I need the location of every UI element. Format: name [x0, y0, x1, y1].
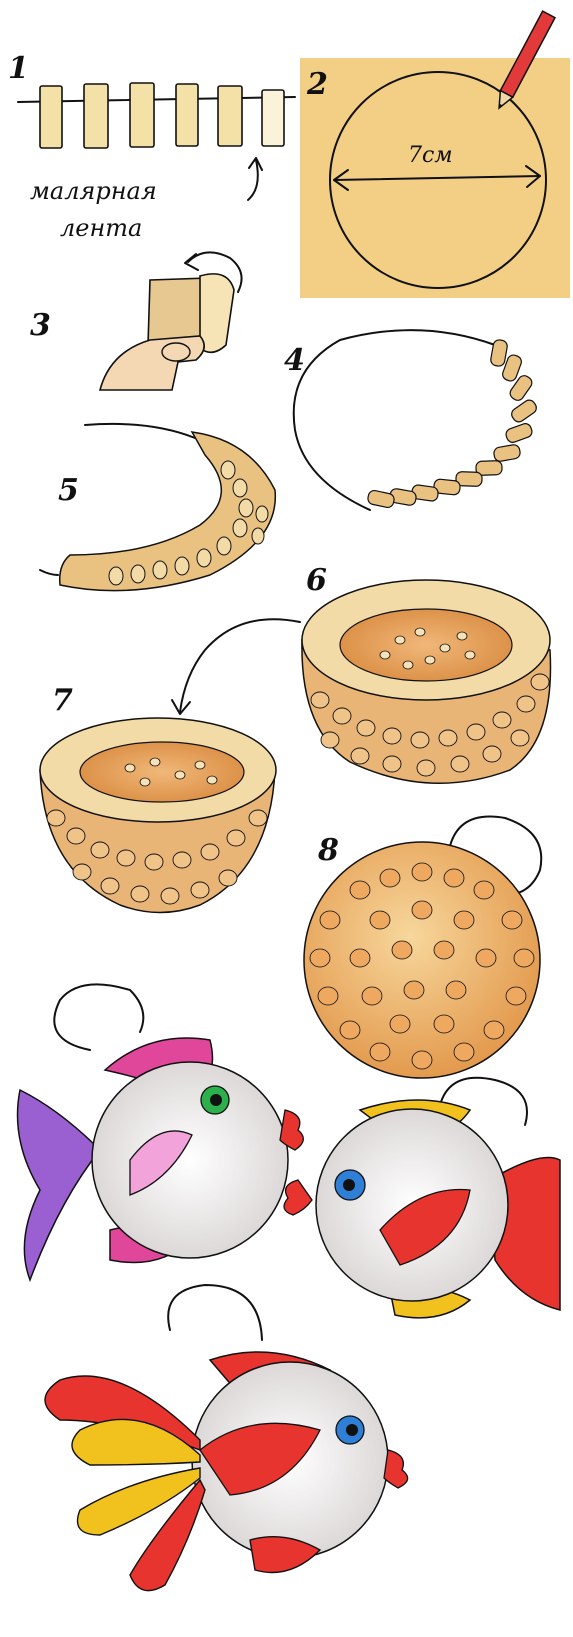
step-number: 6 [306, 563, 327, 598]
tape-label-line1: малярная [30, 177, 157, 205]
step-number: 3 [30, 308, 51, 343]
fish-yellow [284, 1078, 560, 1318]
thumb-icon [100, 336, 204, 390]
hanging-loop [168, 1285, 262, 1340]
paper-strip [40, 86, 62, 148]
step-number: 8 [317, 833, 339, 868]
bowl-inside [340, 609, 512, 681]
paper-strips [40, 83, 284, 148]
step-3: 3 [30, 252, 242, 390]
step-number: 7 [52, 683, 73, 718]
rolled-strip [200, 274, 234, 352]
folded-strip-row [367, 339, 539, 509]
step-number: 2 [306, 67, 328, 102]
tail-fin [18, 1090, 101, 1280]
step-2: 2 7см [300, 11, 570, 298]
wire [40, 570, 58, 575]
paper-strip [218, 86, 242, 146]
paper-strip [262, 90, 284, 146]
paper-strip [130, 83, 154, 147]
curved-arrow-icon [172, 619, 300, 714]
step-number: 5 [58, 473, 79, 508]
step-1: 1 малярная лента [8, 51, 295, 242]
fish-mouth [384, 1450, 408, 1488]
hanging-loop [54, 984, 143, 1050]
paper-strip [84, 84, 108, 148]
wire [85, 424, 195, 438]
fish-purple [18, 984, 304, 1280]
step-5: 5 [40, 424, 275, 591]
step-number: 4 [284, 343, 305, 378]
step-number: 1 [8, 51, 29, 86]
diameter-label: 7см [408, 143, 453, 168]
fish-body [92, 1062, 288, 1258]
step-4: 4 [284, 330, 539, 510]
ribbon-tail [45, 1376, 205, 1591]
paper-strip [176, 84, 198, 146]
step-7: 7 [40, 683, 276, 913]
fish-red [45, 1285, 408, 1591]
tape-label-line2: лента [60, 214, 142, 242]
fish-mouth [284, 1180, 312, 1215]
half-ball-inside [80, 742, 244, 802]
step-8: 8 [304, 817, 541, 1078]
arrow-up-icon [248, 158, 262, 200]
